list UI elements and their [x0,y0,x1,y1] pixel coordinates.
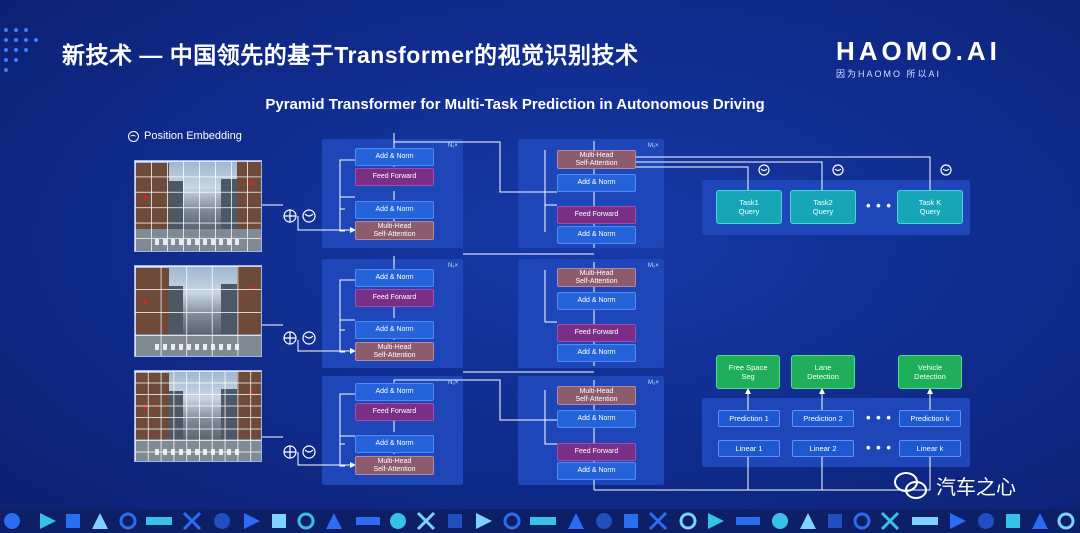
encoder-repeat-label: N₃× [448,380,459,386]
linear-2: Linear 2 [792,440,854,457]
decoder2-feed-forward: Feed Forward [557,324,636,342]
encoder-repeat-label: N₁× [448,143,458,149]
decoder1-feed-forward: Feed Forward [557,206,636,224]
encoder2-multi-head-attention: Multi-Head Self-Attention [355,342,434,361]
input-image-1 [134,160,262,252]
decoder2-add-norm-bottom: Add & Norm [557,344,636,362]
prediction-2: Prediction 2 [792,410,854,427]
logo-wordmark: HAOMO.AI [836,36,1001,66]
encoder3-feed-forward: Feed Forward [355,403,434,421]
linear-1: Linear 1 [718,440,780,457]
position-embedding-icon [128,130,139,142]
input-image-3 [134,370,262,462]
encoder-repeat-label: N₂× [448,263,459,269]
watermark: 汽车之心 [892,470,1016,500]
prediction-ellipsis: • • • [866,410,892,425]
decoder3-multi-head-attention: Multi-Head Self-Attention [557,386,636,405]
encoder3-add-norm-top: Add & Norm [355,383,434,401]
encoder2-feed-forward: Feed Forward [355,289,434,307]
encoder3-multi-head-attention: Multi-Head Self-Attention [355,456,434,475]
input-image-2 [134,265,262,357]
decoder1-add-norm-top: Add & Norm [557,174,636,192]
decorative-footer-pattern [0,509,1080,533]
logo-tagline: 因为HAOMO 所以AI [836,69,942,79]
linear-k: Linear k [899,440,961,457]
encoder2-add-norm-top: Add & Norm [355,269,434,287]
free-space-seg-output: Free Space Seg [716,355,780,389]
encoder1-feed-forward: Feed Forward [355,168,434,186]
decoder1-multi-head-attention: Multi-Head Self-Attention [557,150,636,169]
decoder-repeat-label: M₂× [648,263,659,269]
vehicle-detection-output: Vehicle Detection [898,355,962,389]
taskk-query: Task K Query [897,190,963,224]
encoder1-add-norm-top: Add & Norm [355,148,434,166]
task1-query: Task1 Query [716,190,782,224]
task2-query: Task2 Query [790,190,856,224]
task-ellipsis: • • • [866,198,892,213]
decorative-dots [4,28,44,78]
watermark-text: 汽车之心 [936,476,1016,499]
wechat-icon [892,470,928,500]
diagram-title: Pyramid Transformer for Multi-Task Predi… [265,96,765,113]
encoder2-add-norm-bottom: Add & Norm [355,321,434,339]
position-embedding-legend: Position Embedding [128,130,242,142]
company-logo: HAOMO.AI 因为HAOMO 所以AI [836,36,1036,84]
decoder3-feed-forward: Feed Forward [557,443,636,461]
encoder1-multi-head-attention: Multi-Head Self-Attention [355,221,434,240]
prediction-k: Prediction k [899,410,961,427]
decoder3-add-norm-bottom: Add & Norm [557,462,636,480]
prediction-1: Prediction 1 [718,410,780,427]
decoder-repeat-label: M₃× [648,380,659,386]
decoder3-add-norm-top: Add & Norm [557,410,636,428]
decoder2-add-norm-top: Add & Norm [557,292,636,310]
decoder1-add-norm-bottom: Add & Norm [557,226,636,244]
lane-detection-output: Lane Detection [791,355,855,389]
position-embedding-label: Position Embedding [144,130,242,142]
slide-title: 新技术 — 中国领先的基于Transformer的视觉识别技术 [62,42,639,68]
encoder1-add-norm-bottom: Add & Norm [355,201,434,219]
linear-ellipsis: • • • [866,440,892,455]
decoder2-multi-head-attention: Multi-Head Self-Attention [557,268,636,287]
decoder-repeat-label: M₁× [648,143,659,149]
encoder3-add-norm-bottom: Add & Norm [355,435,434,453]
